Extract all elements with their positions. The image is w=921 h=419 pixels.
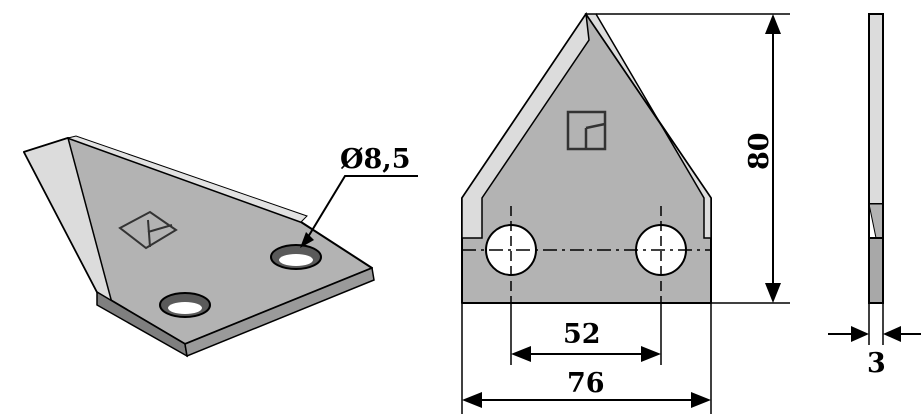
- front-right-bevel: [584, 13, 712, 239]
- front-manufacturer-mark-icon: [566, 110, 607, 151]
- width-arrow-right: [691, 392, 711, 408]
- thickness-label: 3: [867, 348, 886, 379]
- diameter-leader-line: [304, 175, 418, 243]
- isometric-view: Ø8,5: [22, 135, 418, 358]
- thickness-arrow-right: [883, 326, 901, 342]
- height-arrow-bottom: [765, 283, 781, 303]
- side-profile-upper: [868, 13, 884, 205]
- diameter-leader-arrowhead: [300, 232, 314, 248]
- iso-manufacturer-mark-icon: [118, 210, 178, 250]
- spacing-arrow-right: [641, 346, 661, 362]
- height-label: 80: [744, 132, 775, 170]
- iso-hole-right-inner: [279, 254, 313, 266]
- iso-right-edge: [184, 266, 375, 358]
- spacing-arrow-left: [511, 346, 531, 362]
- side-profile-bevel: [868, 203, 884, 239]
- hole-diameter-label: Ø8,5: [340, 144, 411, 175]
- width-label: 76: [567, 368, 605, 399]
- front-view: 80 52 76: [461, 11, 790, 414]
- thickness-arrow-left: [851, 326, 869, 342]
- side-profile-outline: [868, 13, 884, 304]
- side-profile-lower: [868, 237, 884, 304]
- iso-top-bevel: [66, 135, 308, 223]
- iso-hole-left-inner: [168, 302, 202, 314]
- width-arrow-left: [462, 392, 482, 408]
- height-arrow-top: [765, 14, 781, 34]
- side-view: 3: [828, 13, 921, 379]
- hole-spacing-label: 52: [563, 319, 601, 350]
